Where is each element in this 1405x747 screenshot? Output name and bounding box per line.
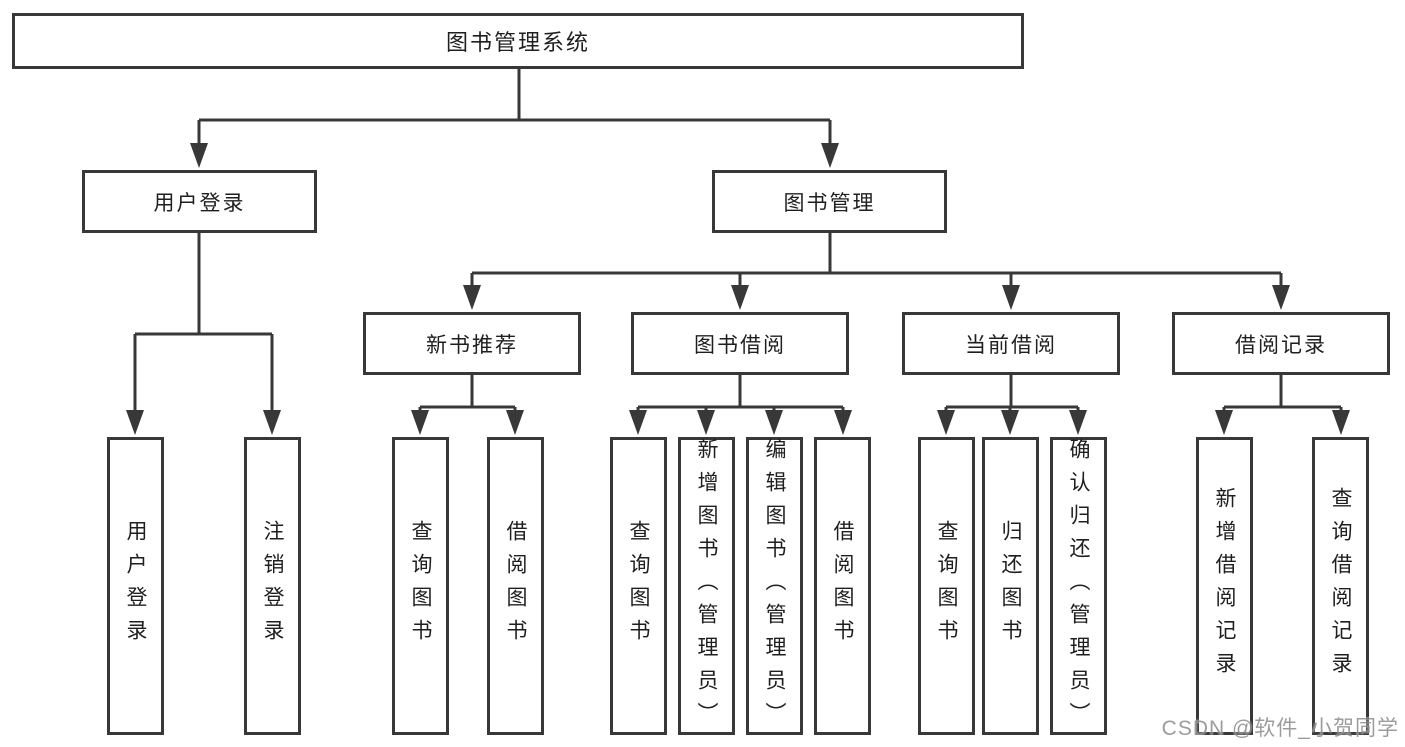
edge-book-borrow-children [636,375,845,413]
edge-user-login-children [133,233,274,412]
node-query-books-current: 查询图书 [918,437,975,735]
node-query-books-recommend: 查询图书 [392,437,449,735]
node-new-book-recommendation: 新书推荐 [363,312,581,375]
edge-root-to-branches [197,69,832,146]
node-edit-books-admin: 编辑图书（管理员） [746,437,803,735]
csdn-watermark: CSDN @软件_小贺同学 [1161,717,1399,740]
node-logout-leaf: 注销登录 [244,437,301,735]
node-query-books-borrow: 查询图书 [610,437,667,735]
node-current-borrowing: 当前借阅 [902,312,1120,375]
node-confirm-return-admin: 确认归还（管理员） [1050,437,1107,735]
node-book-borrowing: 图书借阅 [631,312,849,375]
node-borrowing-records: 借阅记录 [1172,312,1390,375]
node-library-management-system: 图书管理系统 [12,13,1024,69]
node-borrow-books-recommend: 借阅图书 [487,437,544,735]
node-query-borrow-record: 查询借阅记录 [1312,437,1369,735]
node-user-login-branch: 用户登录 [82,170,317,233]
node-add-books-admin: 新增图书（管理员） [678,437,735,735]
node-user-login-leaf: 用户登录 [107,437,164,735]
node-add-borrow-record: 新增借阅记录 [1196,437,1253,735]
edge-current-borrow-children [944,375,1080,413]
edge-borrow-records-children [1222,375,1343,413]
edge-book-mgmt-children [470,233,1283,288]
edge-new-book-children [418,375,517,413]
node-borrow-books: 借阅图书 [814,437,871,735]
node-book-management-branch: 图书管理 [712,170,947,233]
node-return-books: 归还图书 [982,437,1039,735]
